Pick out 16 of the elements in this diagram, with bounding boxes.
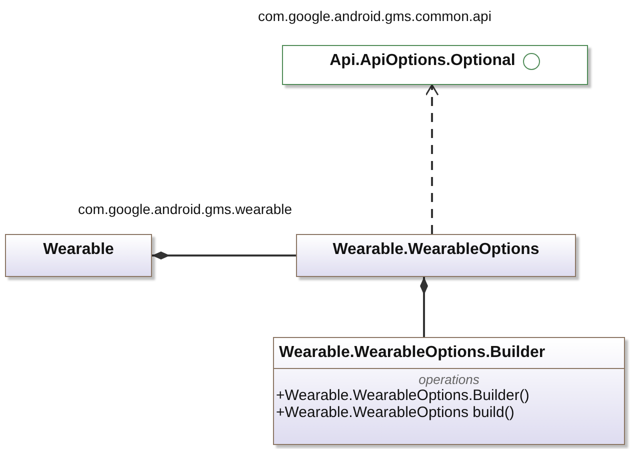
package-label: com.google.android.gms.wearable	[78, 201, 292, 217]
compartment-label: operations	[418, 371, 480, 387]
operation-text: +Wearable.WearableOptions.Builder()	[275, 387, 530, 404]
operation-text: +Wearable.WearableOptions build()	[275, 404, 516, 421]
class-box	[5, 234, 152, 277]
interface-box	[282, 45, 588, 85]
class-name: Api.ApiOptions.Optional	[330, 52, 516, 70]
composition-line	[420, 277, 428, 337]
package-label: com.google.android.gms.common.api	[258, 8, 492, 24]
class-box	[273, 337, 625, 445]
class-name: Wearable	[43, 241, 114, 259]
class-name: Wearable.WearableOptions	[332, 241, 540, 259]
composition-line	[152, 252, 296, 260]
class-box	[296, 234, 576, 277]
dependency-arrow	[425, 84, 439, 234]
class-name: Wearable.WearableOptions.Builder	[279, 344, 546, 362]
